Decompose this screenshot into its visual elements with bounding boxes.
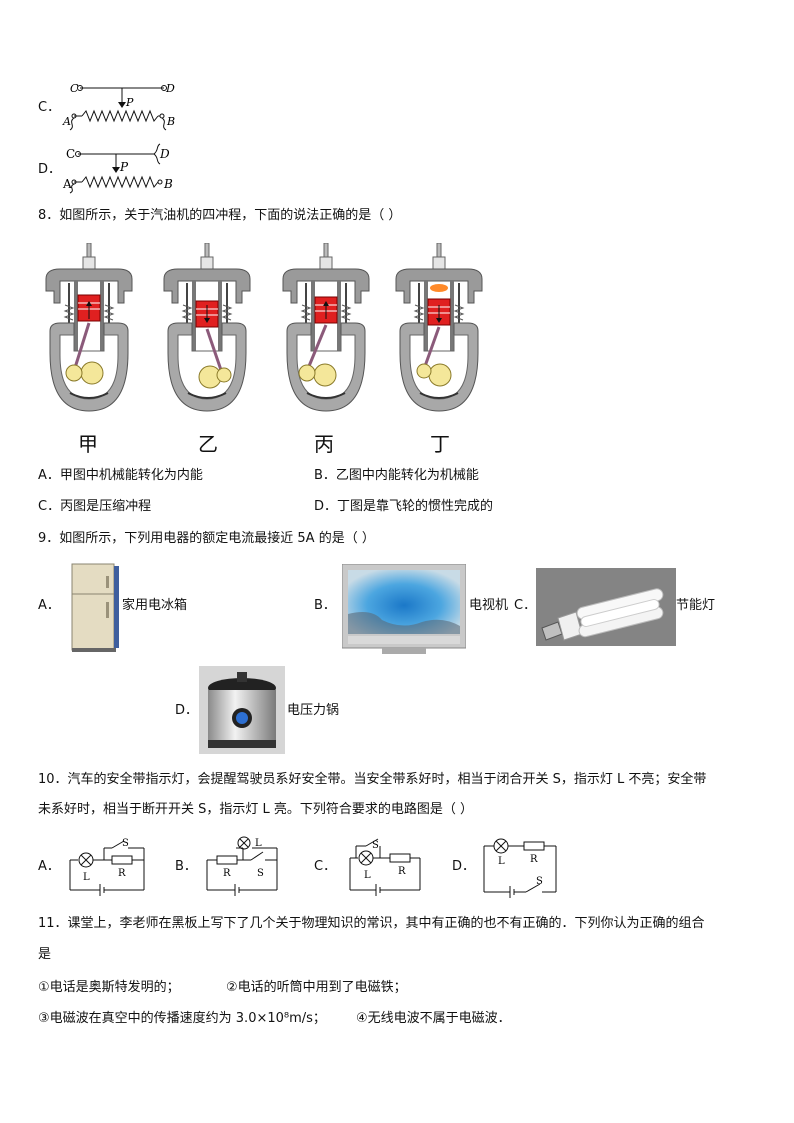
refrigerator-image (71, 563, 119, 652)
label-d: D (165, 82, 175, 95)
label-l: L (498, 856, 505, 867)
caption-bing: 丙 (314, 432, 334, 456)
q10-option-c-letter[interactable]: C． (314, 859, 337, 874)
label-p: P (125, 96, 134, 109)
engine-diagram-yi (163, 243, 251, 412)
label-s: S (372, 840, 379, 851)
q9-option-c-letter[interactable]: C． (514, 598, 537, 613)
q11-statement-1: ①电话是奥斯特发明的； (38, 980, 180, 995)
label-d: D (159, 147, 170, 161)
q11-stem-line2: 是 (38, 947, 52, 962)
q9-option-b-letter[interactable]: B． (314, 598, 336, 613)
engine-diagram-jia (45, 243, 133, 412)
q9-stem: 9．如图所示，下列用电器的额定电流最接近 5A 的是（ ） (38, 531, 375, 546)
q10-option-d-letter[interactable]: D． (452, 859, 476, 874)
item-refrigerator: 家用电冰箱 (122, 598, 188, 613)
label-s: S (536, 876, 543, 887)
q9-option-a-letter[interactable]: A． (38, 598, 60, 613)
caption-yi: 乙 (198, 432, 218, 456)
q11-statement-4: ④无线电波不属于电磁波． (356, 1011, 511, 1026)
label-l: L (83, 872, 90, 883)
q8-option-d[interactable]: D．丁图是靠飞轮的惯性完成的 (314, 499, 494, 514)
q8-option-c[interactable]: C．丙图是压缩冲程 (38, 499, 152, 514)
item-pressure-cooker: 电压力锅 (287, 703, 340, 718)
label-l: L (364, 870, 371, 881)
q8-stem: 8．如图所示，关于汽油机的四冲程，下面的说法正确的是（ ） (38, 208, 402, 223)
engine-diagram-ding (395, 243, 483, 412)
television-image (342, 564, 466, 654)
q7-rheostat-diagram-d: C D P A B (62, 143, 173, 194)
q10-option-b-letter[interactable]: B． (175, 859, 197, 874)
label-p: P (119, 160, 129, 174)
q10-stem-line1: 10．汽车的安全带指示灯，会提醒驾驶员系好安全带。当安全带系好时，相当于闭合开关… (38, 772, 707, 787)
label-b: B (163, 177, 173, 191)
engine-diagram-bing (282, 243, 370, 412)
label-s: S (257, 868, 264, 879)
label-a: A (62, 115, 71, 128)
label-r: R (530, 854, 538, 865)
q7-rheostat-diagram-c: C D P A B (62, 82, 175, 131)
label-c: C (66, 147, 75, 161)
q11-stem-line1: 11．课堂上，李老师在黑板上写下了几个关于物理知识的常识，其中有正确的也不有正确… (38, 916, 705, 931)
item-television: 电视机 (469, 598, 509, 613)
caption-jia: 甲 (78, 432, 98, 456)
label-r: R (223, 868, 231, 879)
q9-option-d-letter[interactable]: D． (175, 703, 199, 718)
label-s: S (122, 838, 129, 849)
label-r: R (118, 868, 126, 879)
label-l: L (255, 838, 262, 849)
q10-stem-line2: 未系好时，相当于断开开关 S，指示灯 L 亮。下列符合要求的电路图是（ ） (38, 802, 474, 817)
q7-option-d-letter[interactable]: D． (38, 162, 62, 177)
circuit-diagram-a: S L R (69, 838, 145, 896)
item-energy-saving-lamp: 节能灯 (676, 598, 716, 613)
energy-saving-lamp-image (536, 568, 676, 646)
label-c: C (70, 82, 79, 95)
q11-statement-3: ③电磁波在真空中的传播速度约为 3.0×10⁸m/s； (38, 1011, 326, 1026)
q11-statement-2: ②电话的听筒中用到了电磁铁； (226, 980, 407, 995)
circuit-diagram-b: R S L (206, 836, 278, 896)
pressure-cooker-image (199, 666, 285, 754)
q7-option-c-letter[interactable]: C． (38, 100, 61, 115)
q8-option-a[interactable]: A．甲图中机械能转化为内能 (38, 468, 203, 483)
circuit-diagram-d: L R S (483, 838, 557, 898)
label-a: A (62, 177, 72, 191)
label-r: R (398, 866, 406, 877)
caption-ding: 丁 (430, 432, 450, 456)
q8-option-b[interactable]: B．乙图中内能转化为机械能 (314, 468, 479, 483)
q10-option-a-letter[interactable]: A． (38, 859, 60, 874)
label-b: B (166, 115, 175, 128)
circuit-diagram-c: S L R (349, 838, 421, 896)
